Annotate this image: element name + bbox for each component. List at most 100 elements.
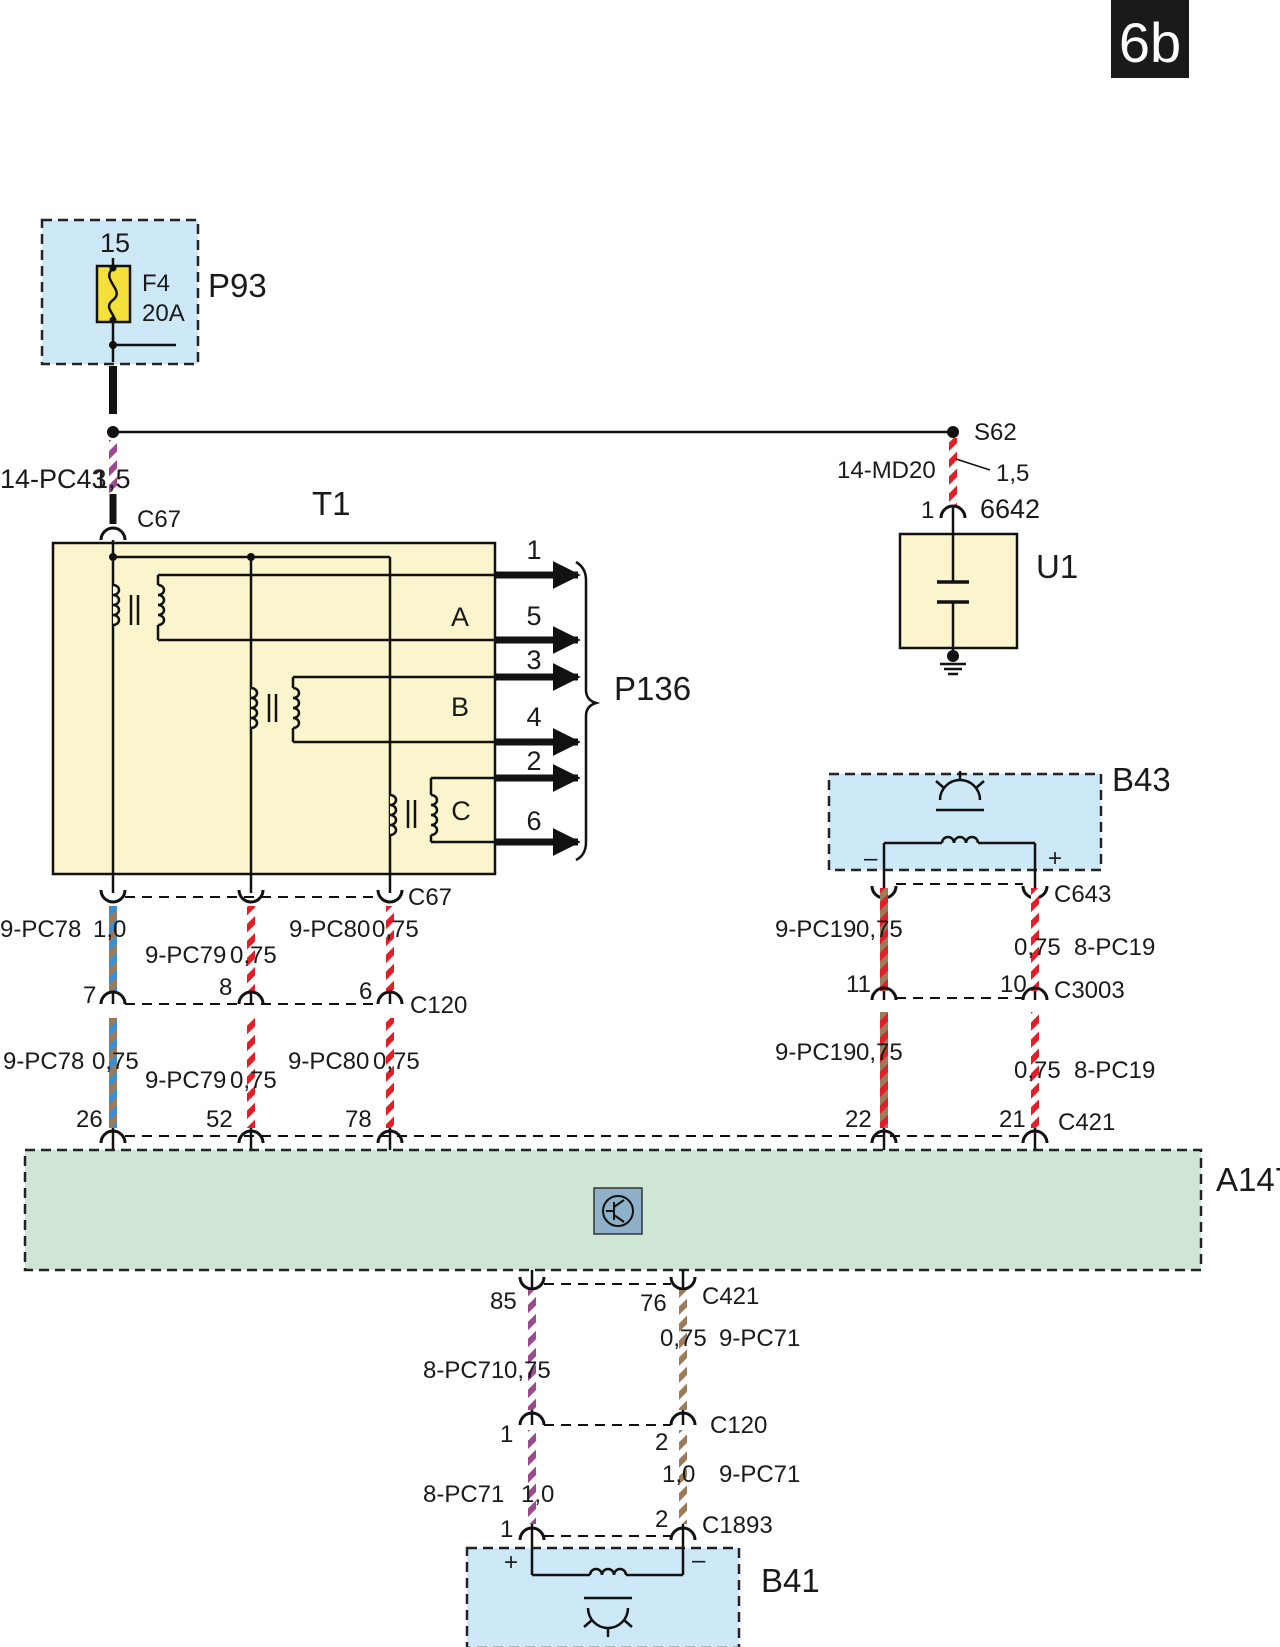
connector-c421-bottom: [518, 1270, 697, 1291]
coil-c-label: C: [451, 796, 471, 826]
fuse-name: F4: [142, 270, 170, 297]
c421-top-pin-78: 78: [345, 1106, 372, 1133]
wire-8-pc19-upper: [1031, 888, 1039, 991]
u1-pin: 1: [921, 497, 934, 524]
wire-8-pc19-mid-code: 8-PC19: [1074, 1057, 1155, 1084]
wire-9-pc71-lower-code: 9-PC71: [719, 1461, 800, 1488]
wire-9-pc78-upper-size: 1,0: [93, 916, 126, 943]
wire-14-pc43-size: 1,5: [93, 464, 131, 494]
connector-c643: [870, 870, 1049, 900]
connector-c67-top-label: C67: [137, 506, 181, 533]
p136-output-1: 1: [526, 535, 541, 565]
connector-c67-bottom: [99, 874, 404, 904]
connector-c1893: [518, 1524, 697, 1548]
wire-9-pc71-lower: [679, 1430, 687, 1524]
wire-9-pc78-upper-code: 9-PC78: [0, 916, 81, 943]
t1-name: T1: [312, 485, 351, 522]
b41-name: B41: [761, 1562, 820, 1599]
connector-c3003-label: C3003: [1054, 977, 1125, 1004]
b43-minus: –: [864, 845, 878, 872]
c120-top-pin-6: 6: [359, 978, 372, 1005]
wire-8-pc19-mid-size: 0,75: [1014, 1057, 1061, 1084]
wire-9-pc80-mid-size: 0,75: [373, 1048, 420, 1075]
wire-9-pc78-mid-size: 0,75: [92, 1048, 139, 1075]
connector-c1893-label: C1893: [702, 1512, 773, 1539]
c1893-pin-1: 1: [500, 1516, 513, 1543]
sensor-b41: [465, 1546, 741, 1647]
c421-top-pin-22: 22: [845, 1106, 872, 1133]
connector-c3003: [870, 986, 1049, 1001]
coil-a-primary-icon: [112, 583, 121, 627]
c1893-pin-2: 2: [655, 1506, 668, 1533]
wire-9-pc71-upper-size: 0,75: [660, 1325, 707, 1352]
fuse-rating: 20A: [142, 300, 185, 327]
b43-sensor-icon: [938, 778, 982, 801]
connector-c120-top-label: C120: [410, 992, 467, 1019]
c421-bottom-pin-85: 85: [490, 1288, 517, 1315]
connector-c120-bottom: [518, 1410, 697, 1426]
wire-9-pc79-mid-code: 9-PC79: [145, 1067, 226, 1094]
ground-icon: [947, 650, 959, 662]
wire-8-pc71-lower-size: 1,0: [521, 1481, 554, 1508]
page-tag-box: [1111, 0, 1189, 78]
wire-9-pc79-mid: [247, 1018, 255, 1128]
fuse-element-icon: [107, 267, 118, 321]
c120-top-pin-8: 8: [219, 974, 232, 1001]
sensor-b43: [827, 771, 1103, 872]
c421-top-pin-21: 21: [999, 1106, 1026, 1133]
connector-c421-top-label: C421: [1058, 1109, 1115, 1136]
ecu-a147-name: A147: [1216, 1161, 1280, 1198]
coil-c-primary-icon: [389, 793, 398, 837]
connector-c67-bottom-label: C67: [408, 884, 452, 911]
wire-9-pc79-upper: [247, 906, 255, 991]
capacitor-u1: [898, 426, 1019, 676]
wire-9-pc71-upper: [679, 1290, 687, 1410]
c3003-pin-11: 11: [846, 971, 871, 998]
b43-plus: +: [1048, 845, 1062, 872]
p136-brace: [575, 560, 601, 862]
wire-9-pc80-upper-code: 9-PC80: [289, 916, 370, 943]
fuse-block-p93: 15 F4 20A P93: [40, 218, 267, 366]
p136-output-3: 3: [526, 645, 541, 675]
wire-9-pc78-mid: [109, 1018, 117, 1128]
wire-14-md20: [949, 438, 957, 506]
fuse-block-name: P93: [208, 267, 267, 304]
wire-14-md20-code: 14-MD20: [837, 457, 936, 484]
wire-9-pc19-mid-code: 9-PC19: [775, 1039, 856, 1066]
wire-9-pc80-upper: [386, 906, 394, 991]
b41-coil-icon: [588, 1567, 628, 1576]
wire-8-pc71-upper: [528, 1290, 536, 1410]
p136-output-4: 4: [526, 702, 541, 732]
coil-b-secondary-icon: [292, 686, 301, 730]
b43-name: B43: [1112, 761, 1171, 798]
wire-8-pc71-upper-code: 8-PC71: [423, 1357, 504, 1384]
wire-14-md20-size: 1,5: [996, 460, 1029, 487]
wire-9-pc78-mid-code: 9-PC78: [3, 1048, 84, 1075]
wire-8-pc19-upper-code: 8-PC19: [1074, 934, 1155, 961]
wire-9-pc71-lower-size: 1,0: [662, 1461, 695, 1488]
wire-14-pc43-code: 14-PC43: [0, 464, 107, 494]
p136-output-2: 2: [526, 746, 541, 776]
connector-c120-bottom-label: C120: [710, 1412, 767, 1439]
c421-top-pin-52: 52: [206, 1106, 233, 1133]
connector-c643-label: C643: [1054, 881, 1111, 908]
wire-14-pc43: [109, 440, 117, 494]
c120-top-pin-7: 7: [83, 982, 96, 1009]
coil-a-secondary-icon: [157, 583, 166, 627]
wire-9-pc79-upper-code: 9-PC79: [145, 942, 226, 969]
transformer-t1: A B C: [51, 540, 497, 876]
b41-minus: –: [692, 1547, 706, 1574]
splice-s62-label: S62: [974, 419, 1017, 446]
b43-coil-icon: [940, 835, 980, 844]
p136-output-5: 5: [526, 601, 541, 631]
ecu-a147: [23, 1148, 1203, 1272]
wire-9-pc19-upper-size: 0,75: [856, 916, 903, 943]
wire-8-pc71-lower-code: 8-PC71: [423, 1481, 504, 1508]
b41-plus: +: [504, 1549, 518, 1576]
c3003-pin-10: 10: [1000, 971, 1027, 998]
wire-9-pc79-upper-size: 0,75: [230, 942, 277, 969]
wire-9-pc78-upper: [109, 906, 117, 991]
fuse-terminal-label: 15: [100, 228, 130, 258]
